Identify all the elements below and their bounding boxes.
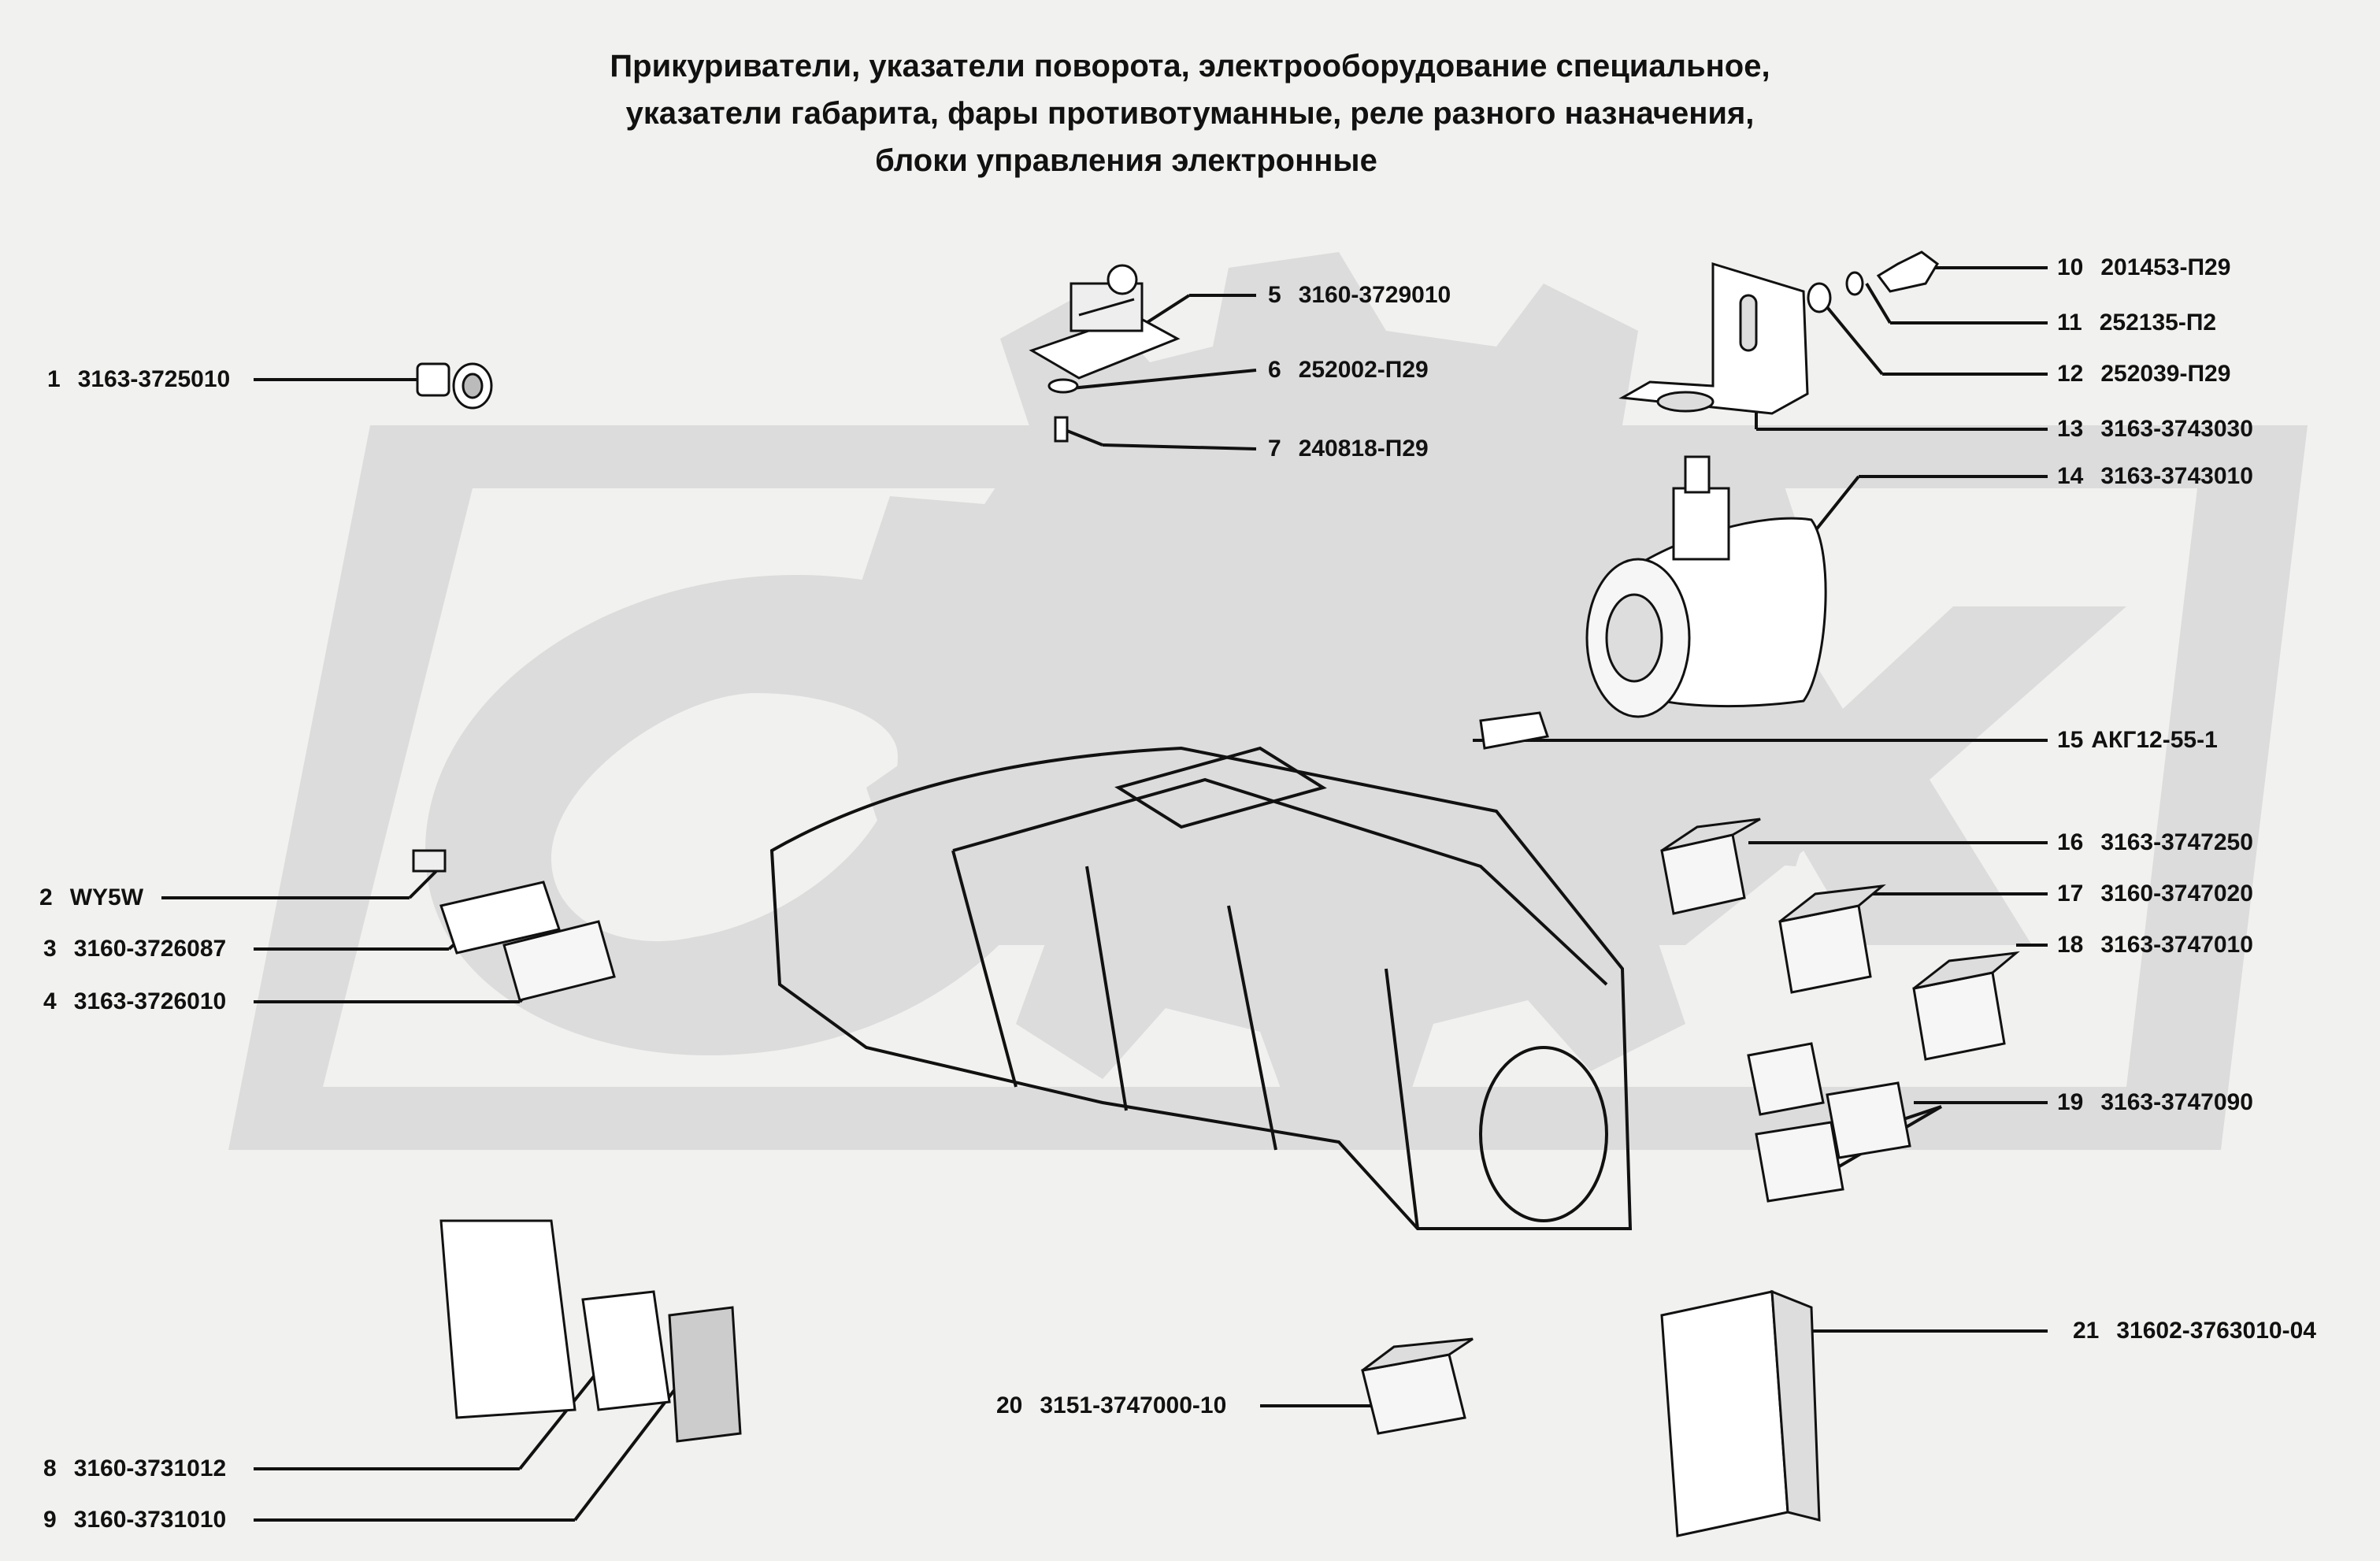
callout-2: 2 WY5W xyxy=(39,884,143,912)
part-6-washer xyxy=(1047,378,1079,394)
part-code: 3160-3747020 xyxy=(2100,881,2253,907)
callout-15: 15 АКГ12-55-1 xyxy=(2057,726,2218,755)
watermark-letter-e xyxy=(1229,606,1654,945)
callout-number: 16 xyxy=(2057,829,2084,855)
part-12-washer xyxy=(1807,282,1832,313)
callout-number: 2 xyxy=(39,884,53,910)
callout-1: 1 3163-3725010 xyxy=(47,365,230,394)
callout-13: 13 3163-3743030 xyxy=(2057,415,2253,443)
part-code: 252039-П29 xyxy=(2100,361,2231,387)
part-17-relay xyxy=(1778,884,1886,994)
callout-3: 3 3160-3726087 xyxy=(43,935,226,963)
part-code: 3160-3729010 xyxy=(1298,282,1451,308)
watermark-logo xyxy=(228,252,2308,1150)
part-18-relay xyxy=(1912,951,2020,1061)
part-sketches xyxy=(412,250,2020,1537)
part-code: 201453-П29 xyxy=(2100,254,2231,280)
part-code: 252002-П29 xyxy=(1298,357,1429,383)
callout-number: 4 xyxy=(43,988,57,1014)
part-code: АКГ12-55-1 xyxy=(2091,727,2218,753)
callout-number: 18 xyxy=(2057,932,2084,958)
part-8-9-fog-light xyxy=(439,1219,742,1443)
title-line-2: указатели габарита, фары противотуманные… xyxy=(625,96,1755,131)
part-code: WY5W xyxy=(69,884,144,910)
part-code: 3163-3725010 xyxy=(77,366,231,392)
callout-12: 12 252039-П29 xyxy=(2057,360,2230,388)
callout-number: 13 xyxy=(2057,416,2084,442)
part-code: 3151-3747000-10 xyxy=(1040,1392,1227,1418)
callout-16: 16 3163-3747250 xyxy=(2057,829,2253,857)
callout-7: 7 240818-П29 xyxy=(1268,435,1429,463)
part-code: 3163-3747010 xyxy=(2100,932,2253,958)
callout-number: 17 xyxy=(2057,881,2084,907)
part-5-switch xyxy=(1029,264,1181,380)
callout-number: 5 xyxy=(1268,282,1281,308)
part-10-bolt xyxy=(1876,250,1939,293)
part-code: 3163-3747090 xyxy=(2100,1089,2253,1115)
callout-number: 11 xyxy=(2057,310,2082,336)
part-13-bracket xyxy=(1618,261,1809,415)
callout-number: 7 xyxy=(1268,436,1281,462)
part-14-horn xyxy=(1585,455,1827,718)
part-11-lockwasher xyxy=(1845,271,1864,296)
title-line-1: Прикуриватели, указатели поворота, элект… xyxy=(610,49,1770,83)
callout-number: 8 xyxy=(43,1455,57,1481)
callout-6: 6 252002-П29 xyxy=(1268,356,1429,384)
callout-number: 12 xyxy=(2057,361,2084,387)
part-20-relay xyxy=(1361,1337,1474,1435)
watermark-band xyxy=(228,425,2308,1150)
part-code: 3163-3726010 xyxy=(73,988,227,1014)
part-7-screw xyxy=(1054,416,1069,443)
part-19-relays xyxy=(1747,1042,1911,1203)
part-16-relay xyxy=(1660,818,1761,915)
callout-number: 20 xyxy=(996,1392,1023,1418)
callout-9: 9 3160-3731010 xyxy=(43,1506,226,1534)
callout-number: 9 xyxy=(43,1507,57,1533)
callout-5: 5 3160-3729010 xyxy=(1268,281,1451,310)
part-15-bulb xyxy=(1479,711,1549,750)
callout-number: 10 xyxy=(2057,254,2084,280)
part-code: 3163-3743010 xyxy=(2100,463,2253,489)
callout-21: 21 31602-3763010-04 xyxy=(2073,1317,2316,1345)
vehicle-body xyxy=(769,746,1633,1230)
part-code: 3160-3726087 xyxy=(73,936,227,962)
part-code: 240818-П29 xyxy=(1298,436,1429,462)
callout-number: 21 xyxy=(2073,1318,2100,1344)
callout-number: 6 xyxy=(1268,357,1281,383)
part-3-4-side-indicator xyxy=(412,849,616,1002)
callout-number: 1 xyxy=(47,366,61,392)
callout-20: 20 3151-3747000-10 xyxy=(996,1392,1226,1420)
part-21-ecu xyxy=(1660,1289,1821,1537)
leader-lines xyxy=(161,266,2048,1522)
callout-10: 10 201453-П29 xyxy=(2057,254,2230,282)
part-code: 3163-3747250 xyxy=(2100,829,2253,855)
callout-4: 4 3163-3726010 xyxy=(43,988,226,1016)
callout-8: 8 3160-3731012 xyxy=(43,1455,226,1483)
callout-number: 19 xyxy=(2057,1089,2084,1115)
callout-18: 18 3163-3747010 xyxy=(2057,931,2253,959)
callout-number: 15 xyxy=(2057,727,2084,753)
part-1-lighter xyxy=(416,362,493,410)
callout-19: 19 3163-3747090 xyxy=(2057,1088,2253,1117)
callout-17: 17 3160-3747020 xyxy=(2057,880,2253,908)
callout-number: 3 xyxy=(43,936,57,962)
part-code: 3163-3743030 xyxy=(2100,416,2253,442)
callout-11: 11 252135-П2 xyxy=(2057,309,2216,337)
part-code: 252135-П2 xyxy=(2099,310,2217,336)
title-line-3: блоки управления электронные xyxy=(875,143,1377,178)
part-code: 3160-3731012 xyxy=(73,1455,227,1481)
callout-14: 14 3163-3743010 xyxy=(2057,462,2253,491)
part-code: 3160-3731010 xyxy=(73,1507,227,1533)
callout-number: 14 xyxy=(2057,463,2084,489)
part-code: 31602-3763010-04 xyxy=(2116,1318,2316,1344)
